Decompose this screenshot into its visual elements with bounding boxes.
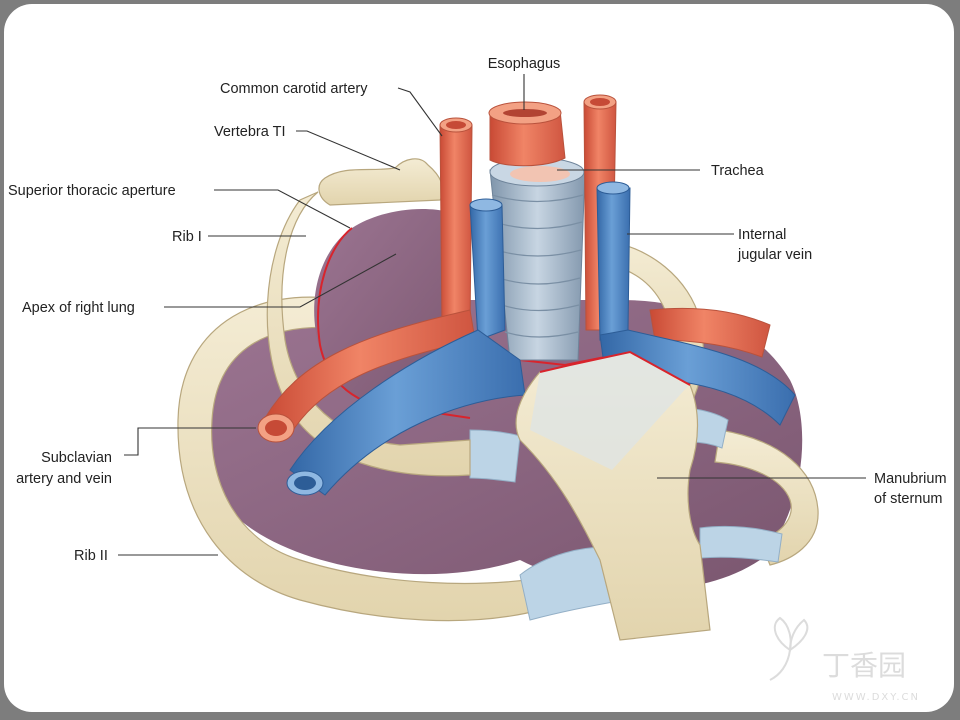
watermark-url: WWW.DXY.CN [832, 692, 920, 703]
subclavian-artery-right [257, 309, 476, 443]
leader-subclavian-bracket [124, 427, 256, 456]
watermark-logo: 丁香园 [822, 649, 906, 682]
labels: Esophagus Common carotid artery Vertebra… [8, 56, 947, 564]
common-carotid-artery-right [439, 117, 473, 331]
watermark: 丁香园 WWW.DXY.CN [769, 616, 920, 703]
label-trachea: Trachea [711, 163, 765, 179]
thoracic-aperture-diagram: Esophagus Common carotid artery Vertebra… [8, 56, 947, 703]
leader-aperture [214, 189, 351, 229]
manubrium-outline [539, 350, 691, 386]
label-ijv-line2: jugular vein [737, 247, 812, 263]
esophagus [488, 101, 566, 167]
leader-carotid [397, 87, 443, 137]
label-esophagus: Esophagus [488, 56, 561, 72]
label-ijv-line1: Internal [738, 227, 786, 243]
label-apex-right-lung: Apex of right lung [22, 300, 135, 316]
subclavian-vein-right [286, 329, 526, 496]
label-manubrium-line1: Manubrium [874, 471, 947, 487]
manubrium-of-sternum [515, 350, 711, 641]
internal-jugular-vein-right [469, 198, 506, 341]
label-subclavian-line2: artery and vein [16, 471, 112, 487]
label-rib-i: Rib I [172, 229, 202, 245]
label-manubrium-line2: of sternum [874, 491, 943, 507]
label-subclavian-line1: Subclavian [41, 450, 112, 466]
leader-apex [164, 253, 397, 308]
leader-vertebra [296, 130, 401, 171]
vertebra-ti [318, 158, 444, 206]
subclavian-artery-left [649, 307, 771, 358]
internal-jugular-vein-left [596, 181, 631, 341]
label-common-carotid-artery: Common carotid artery [220, 81, 368, 97]
label-rib-ii: Rib II [74, 548, 108, 564]
rib-ii [177, 296, 819, 622]
label-superior-thoracic-aperture: Superior thoracic aperture [8, 183, 176, 199]
leader-lines [118, 74, 866, 556]
watermark-flower-icon [769, 616, 809, 681]
slide-frame: Esophagus Common carotid artery Vertebra… [4, 4, 954, 712]
label-vertebra-ti: Vertebra TI [214, 124, 285, 140]
